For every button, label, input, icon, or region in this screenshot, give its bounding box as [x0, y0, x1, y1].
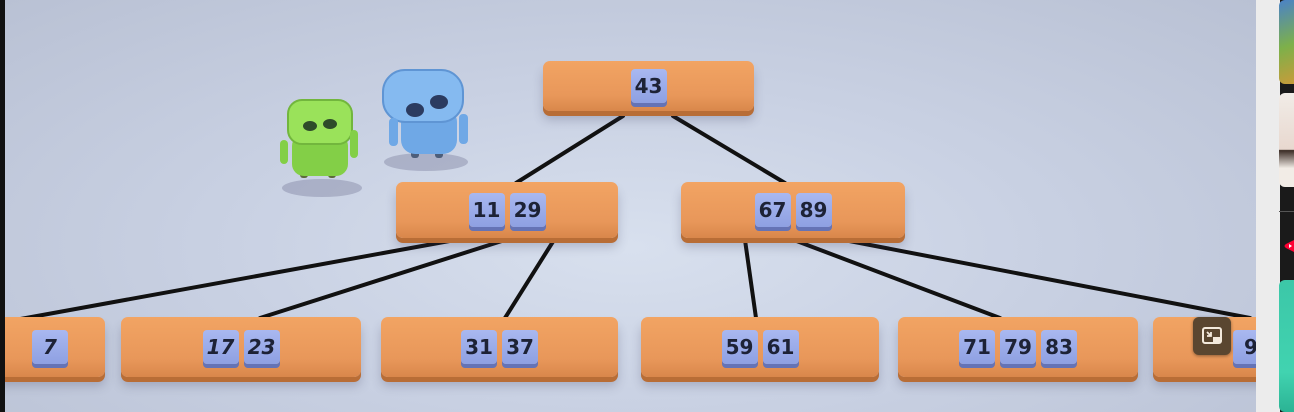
key-89[interactable]: 89: [795, 193, 832, 227]
game-thumbnail[interactable]: [1279, 0, 1294, 84]
node-mid-left[interactable]: 11 29: [396, 182, 618, 238]
key-23[interactable]: 23: [243, 330, 280, 364]
node-leaf-3[interactable]: 31 37: [381, 317, 618, 377]
key-67[interactable]: 67: [754, 193, 791, 227]
edge-root-midright: [671, 114, 787, 185]
youtube-shorts-icon[interactable]: [1283, 237, 1294, 253]
key-61[interactable]: 61: [762, 330, 799, 364]
left-window-edge: [0, 0, 5, 412]
key-7[interactable]: 7: [32, 330, 68, 364]
green-robot: [280, 99, 362, 197]
node-leaf-5[interactable]: 71 79 83: [898, 317, 1138, 377]
node-leaf-2[interactable]: 17 23: [121, 317, 361, 377]
panel-divider: [1256, 0, 1280, 412]
node-mid-right[interactable]: 67 89: [681, 182, 905, 238]
edge-midleft-leaf1: [13, 238, 457, 322]
picture-in-picture-icon[interactable]: [1193, 317, 1231, 355]
blue-robot: [382, 69, 468, 171]
key-17[interactable]: 17: [202, 330, 239, 364]
key-11[interactable]: 11: [468, 193, 505, 227]
game-scene[interactable]: 43 11 29 67 89 7 17 23 31 37 59 61 71 79…: [5, 0, 1256, 412]
key-29[interactable]: 29: [509, 193, 546, 227]
edge-midright-leaf6: [842, 238, 1252, 320]
node-leaf-1[interactable]: 7: [5, 317, 105, 377]
node-root[interactable]: 43: [543, 61, 754, 111]
edge-root-midleft: [514, 114, 625, 185]
key-79[interactable]: 79: [1000, 330, 1036, 364]
video-thumbnail[interactable]: [1279, 280, 1294, 412]
key-31[interactable]: 31: [461, 330, 497, 364]
key-83[interactable]: 83: [1041, 330, 1077, 364]
key-43[interactable]: 43: [630, 69, 667, 103]
side-panel-separator: [1279, 211, 1294, 212]
tree-edges: [13, 114, 1252, 322]
key-71[interactable]: 71: [959, 330, 995, 364]
key-9[interactable]: 9: [1233, 330, 1256, 364]
node-leaf-6[interactable]: 9: [1153, 317, 1256, 377]
key-59[interactable]: 59: [721, 330, 758, 364]
edge-midleft-leaf3: [503, 238, 556, 320]
video-thumbnail[interactable]: [1279, 93, 1294, 187]
key-37[interactable]: 37: [502, 330, 538, 364]
node-leaf-4[interactable]: 59 61: [641, 317, 879, 377]
edge-midright-leaf5: [792, 238, 1002, 320]
edge-midright-leaf4: [743, 238, 758, 320]
edge-midleft-leaf2: [258, 238, 507, 320]
